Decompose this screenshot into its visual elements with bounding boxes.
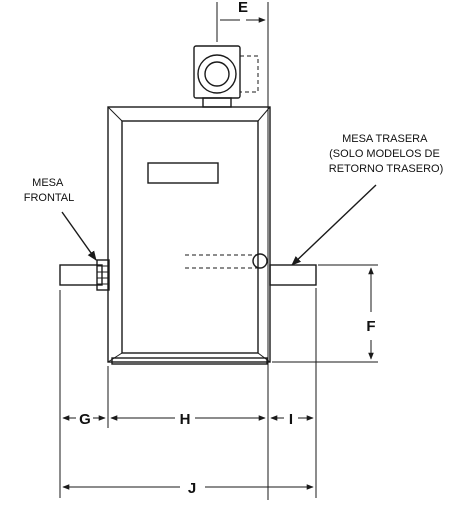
svg-text:I: I bbox=[289, 411, 293, 428]
svg-text:G: G bbox=[79, 411, 91, 428]
svg-text:J: J bbox=[188, 480, 196, 497]
display-panel bbox=[147, 162, 219, 184]
dimension-f: F bbox=[272, 264, 378, 363]
motor-assembly bbox=[193, 45, 259, 108]
svg-text:H: H bbox=[180, 411, 191, 428]
dimension-g: G bbox=[62, 411, 106, 428]
cabinet bbox=[107, 106, 271, 365]
svg-text:F: F bbox=[366, 318, 375, 335]
dimension-e: E bbox=[216, 0, 269, 500]
front-table-label: MESA FRONTAL bbox=[24, 177, 75, 204]
rear-rod bbox=[185, 253, 268, 269]
rear-table-callout-arrow bbox=[291, 184, 377, 266]
svg-text:E: E bbox=[238, 0, 248, 16]
dimension-j: J bbox=[62, 480, 314, 497]
front-table bbox=[59, 259, 110, 291]
front-table-callout-arrow bbox=[61, 211, 97, 261]
rear-table bbox=[269, 264, 317, 286]
dimension-i: I bbox=[270, 411, 314, 428]
rear-table-label: MESA TRASERA (SOLO MODELOS DE RETORNO TR… bbox=[329, 133, 444, 175]
dimension-h: H bbox=[110, 411, 266, 428]
